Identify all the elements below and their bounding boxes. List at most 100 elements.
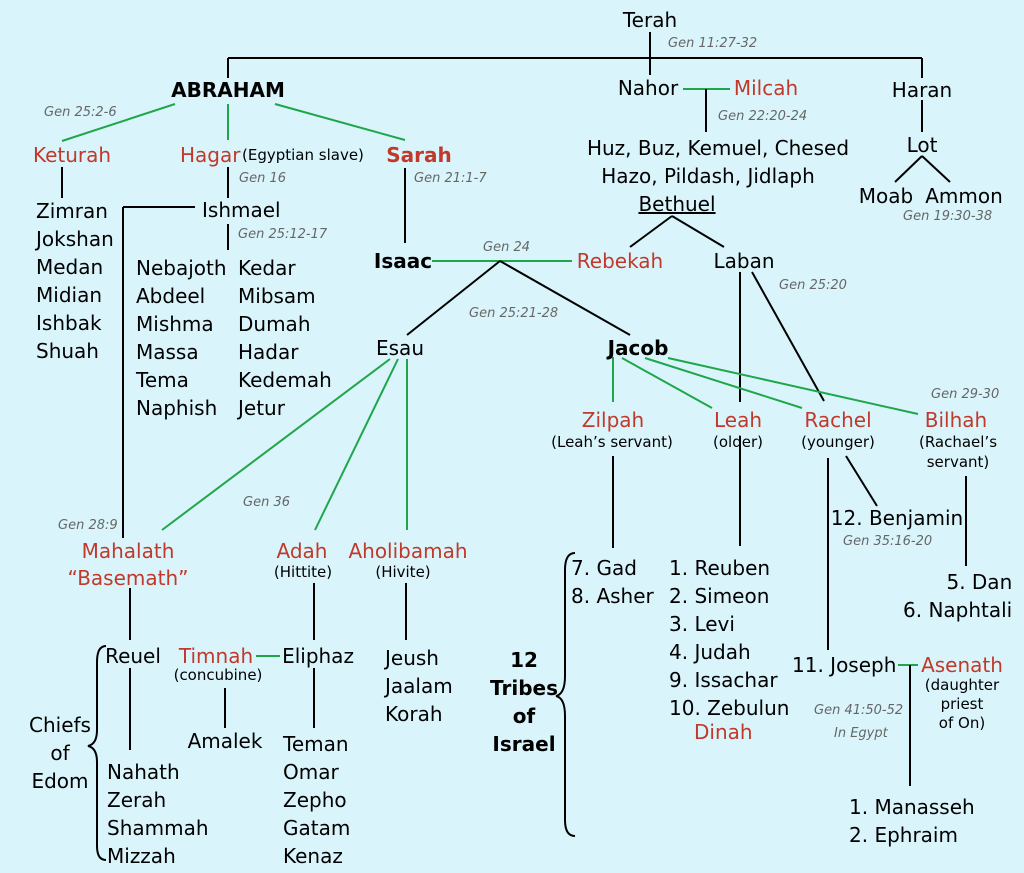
- asenath-note-line-1: (daughter: [924, 676, 1000, 694]
- ref-gen-25-21: Gen 25:21-28: [469, 306, 559, 321]
- son-issachar: 9. Issachar: [669, 668, 778, 692]
- person-abraham: ABRAHAM: [171, 78, 285, 102]
- joseph-sons-list: 1. Manasseh 2. Ephraim: [849, 793, 975, 849]
- son-zebulun: 10. Zebulun: [669, 696, 790, 720]
- person-joseph: 11. Joseph: [792, 653, 897, 677]
- ref-gen-11: Gen 11:27-32: [668, 36, 758, 51]
- ref-gen-24: Gen 24: [483, 240, 530, 255]
- son-nahath: Nahath: [107, 760, 180, 784]
- tribes-label-line-1: 12: [510, 648, 538, 672]
- keturah-sons-list: Zimran Jokshan Medan Midian Ishbak Shuah: [36, 197, 114, 365]
- asenath-note-line-2: priest: [940, 695, 984, 713]
- person-terah: Terah: [622, 8, 678, 32]
- person-nahor: Nahor: [617, 76, 679, 100]
- bilhah-sons-list: 5. Dan 6. Naphtali: [903, 568, 1012, 624]
- nahor-sons-line-1: Huz, Buz, Kemuel, Chesed: [586, 136, 850, 160]
- person-haran: Haran: [891, 78, 953, 102]
- person-lot: Lot: [906, 133, 938, 157]
- son-kedemah: Kedemah: [238, 368, 332, 392]
- son-levi: 3. Levi: [669, 612, 735, 636]
- zilpah-sons-list: 7. Gad 8. Asher: [571, 554, 654, 610]
- bilhah-note-2: servant): [926, 453, 990, 471]
- person-laban: Laban: [713, 249, 775, 273]
- tribes-label-line-4: Israel: [492, 732, 556, 756]
- person-ammon: Ammon: [925, 184, 1003, 208]
- son-massa: Massa: [136, 340, 199, 364]
- son-zepho: Zepho: [283, 788, 347, 812]
- person-rachel: Rachel: [804, 408, 872, 432]
- chiefs-label-line-3: Edom: [31, 769, 89, 793]
- ref-gen-35: Gen 35:16-20: [843, 534, 933, 549]
- son-teman: Teman: [283, 732, 349, 756]
- son-abdeel: Abdeel: [136, 284, 206, 308]
- aholibamah-sons-list: Jeush Jaalam Korah: [385, 644, 453, 728]
- person-amalek: Amalek: [187, 729, 263, 753]
- ref-gen-22: Gen 22:20-24: [718, 109, 808, 124]
- adah-note: (Hittite): [273, 563, 333, 581]
- person-moab: Moab: [858, 184, 914, 208]
- son-manasseh: 1. Manasseh: [849, 795, 975, 819]
- eliphaz-sons-list: Teman Omar Zepho Gatam Kenaz: [283, 730, 350, 870]
- son-gatam: Gatam: [283, 816, 351, 840]
- son-hadar: Hadar: [238, 340, 299, 364]
- ref-gen-19: Gen 19:30-38: [903, 209, 993, 224]
- hagar-note: (Egyptian slave): [242, 146, 364, 164]
- son-jetur: Jetur: [238, 396, 285, 420]
- son-korah: Korah: [385, 702, 443, 726]
- tribes-label-line-3: of: [512, 704, 536, 728]
- asenath-note-line-3: of On): [938, 714, 986, 732]
- person-esau: Esau: [376, 336, 424, 360]
- son-jokshan: Jokshan: [36, 227, 114, 251]
- daughter-dinah: Dinah: [694, 720, 753, 744]
- person-bethuel: Bethuel: [638, 192, 716, 216]
- ref-gen-25-12: Gen 25:12-17: [238, 227, 328, 242]
- son-dan: 5. Dan: [946, 570, 1013, 594]
- ref-in-egypt: In Egypt: [834, 726, 888, 741]
- son-medan: Medan: [36, 255, 104, 279]
- son-shammah: Shammah: [107, 816, 209, 840]
- leah-note: (older): [713, 433, 763, 451]
- person-asenath: Asenath: [921, 653, 1003, 677]
- son-jaalam: Jaalam: [385, 674, 453, 698]
- son-dumah: Dumah: [238, 312, 311, 336]
- son-mizzah: Mizzah: [107, 844, 176, 868]
- son-ishbak: Ishbak: [36, 311, 102, 335]
- timnah-note: (concubine): [173, 666, 263, 684]
- mahalath-basemath: “Basemath”: [67, 566, 189, 590]
- ref-gen-41: Gen 41:50-52: [814, 703, 904, 718]
- person-benjamin: 12. Benjamin: [830, 506, 964, 530]
- son-jeush: Jeush: [385, 646, 439, 670]
- person-sarah: Sarah: [386, 143, 452, 167]
- person-rebekah: Rebekah: [576, 249, 664, 273]
- son-simeon: 2. Simeon: [669, 584, 770, 608]
- son-zimran: Zimran: [36, 199, 108, 223]
- son-midian: Midian: [36, 283, 102, 307]
- son-naphtali: 6. Naphtali: [903, 598, 1013, 622]
- ref-gen-29: Gen 29-30: [931, 387, 1000, 402]
- person-aholibamah: Aholibamah: [348, 539, 468, 563]
- reuel-sons-list: Nahath Zerah Shammah Mizzah: [107, 758, 209, 870]
- leah-sons-list: 1. Reuben 2. Simeon 3. Levi 4. Judah 9. …: [669, 554, 789, 722]
- person-eliphaz: Eliphaz: [282, 644, 354, 668]
- person-keturah: Keturah: [32, 143, 112, 167]
- tribes-label: 12 Tribes of Israel: [490, 646, 558, 758]
- ref-gen-25-2: Gen 25:2-6: [44, 105, 117, 120]
- chiefs-of-edom-label: Chiefs of Edom: [29, 711, 91, 795]
- son-shuah: Shuah: [36, 339, 99, 363]
- person-reuel: Reuel: [105, 644, 161, 668]
- asenath-note: (daughter priest of On): [925, 676, 999, 733]
- son-kenaz: Kenaz: [283, 844, 343, 868]
- ref-gen-21: Gen 21:1-7: [414, 171, 487, 186]
- person-mahalath: Mahalath: [81, 539, 175, 563]
- person-bilhah: Bilhah: [924, 408, 988, 432]
- son-zerah: Zerah: [107, 788, 167, 812]
- ref-gen-28: Gen 28:9: [58, 518, 118, 533]
- aholibamah-note: (Hivite): [375, 563, 431, 581]
- person-milcah: Milcah: [733, 76, 799, 100]
- chiefs-label-line-1: Chiefs: [29, 713, 91, 737]
- bilhah-note-1: (Rachael’s: [918, 433, 998, 451]
- son-nebajoth: Nebajoth: [136, 256, 227, 280]
- person-isaac: Isaac: [373, 249, 433, 273]
- zilpah-note: (Leah’s servant): [551, 433, 673, 451]
- ishmael-sons-list-b: Kedar Mibsam Dumah Hadar Kedemah Jetur: [238, 254, 332, 422]
